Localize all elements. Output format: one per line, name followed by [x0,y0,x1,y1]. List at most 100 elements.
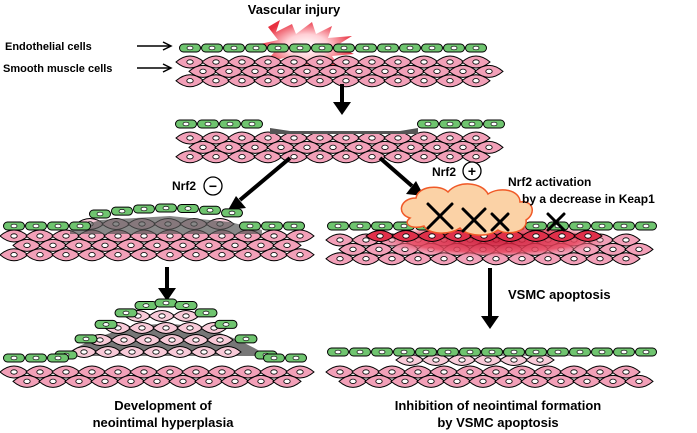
cell-nucleus [510,349,518,355]
cell-nucleus [557,378,565,384]
cell-nucleus [114,369,122,375]
cell-nucleus [490,121,498,127]
title-vascular-injury: Vascular injury [248,2,341,17]
cell-nucleus [200,349,208,355]
cell-nucleus [96,337,104,343]
cell-nucleus [292,355,300,361]
cell-nucleus [212,78,220,84]
cell-nucleus [114,252,122,258]
cell-nucleus [329,68,337,74]
cell-nucleus [140,252,148,258]
cell-nucleus [296,369,304,375]
cell-nucleus [144,337,152,343]
label-right-outcome-line1: Inhibition of neointimal formation [395,398,602,413]
vessel-wall-neointima [0,298,315,388]
cell-nucleus [162,205,170,211]
cell-nucleus [142,303,150,308]
arrow-endothelial [137,41,173,51]
cell-nucleus [166,233,174,239]
cell-nucleus [127,378,135,384]
cell-nucleus [252,45,260,51]
cell-nucleus [138,325,146,331]
cell-nucleus [303,68,311,74]
cell-nucleus [368,78,376,84]
label-nrf2-positive: Nrf2 [432,165,456,179]
x-mark-icon [461,207,487,233]
cell-nucleus [596,369,604,375]
cell-nucleus [420,154,428,160]
cell-nucleus [88,233,96,239]
cell-nucleus [251,68,259,74]
cell-nucleus [488,349,496,355]
arrow-down-left [158,267,176,301]
cell-nucleus [10,252,18,258]
cell-nucleus [622,369,630,375]
cell-nucleus [62,369,70,375]
cell-nucleus [270,355,278,361]
cell-nucleus [570,369,578,375]
cell-nucleus [609,378,617,384]
cell-nucleus [104,349,112,355]
cell-nucleus [355,68,363,74]
cell-nucleus [10,233,18,239]
cell-nucleus [468,121,476,127]
cell-nucleus [484,357,492,363]
cell-nucleus [82,336,90,342]
arrow-smooth-muscle [137,63,173,73]
cell-nucleus [406,45,414,51]
cell-nucleus [401,378,409,384]
cell-nucleus [424,121,432,127]
cell-nucleus [532,233,540,239]
cell-nucleus [228,210,236,216]
cell-nucleus [75,242,83,248]
cell-nucleus [329,144,337,150]
cell-nucleus [101,378,109,384]
cell-nucleus [186,78,194,84]
cell-nucleus [166,252,174,258]
cell-nucleus [316,135,324,141]
cell-nucleus [32,223,40,229]
cell-nucleus [378,349,386,355]
cell-nucleus [334,349,342,355]
cell-nucleus [583,378,591,384]
cell-nucleus [635,246,643,252]
arrow-down-1 [333,84,351,115]
cell-nucleus [384,45,392,51]
cell-nucleus [10,369,18,375]
cell-nucleus [400,223,408,229]
cell-nucleus [432,357,440,363]
cell-nucleus [318,45,326,51]
vessel-wall-thickening [0,203,315,262]
cell-nucleus [290,223,298,229]
cell-nucleus [342,78,350,84]
cell-nucleus [316,59,324,65]
cell-nucleus [270,233,278,239]
cell-nucleus [283,242,291,248]
cell-nucleus [36,252,44,258]
cell-nucleus [532,349,540,355]
cell-nucleus [554,349,562,355]
cell-nucleus [238,59,246,65]
apoptosis-marks [426,202,566,233]
cell-nucleus [153,242,161,248]
cell-nucleus [492,256,500,262]
cell-nucleus [414,369,422,375]
cell-nucleus [222,322,230,327]
cell-nucleus [88,369,96,375]
cell-nucleus [244,252,252,258]
cell-nucleus [544,256,552,262]
cell-nucleus [368,59,376,65]
cell-nucleus [192,369,200,375]
cell-nucleus [336,237,344,243]
cell-nucleus [576,223,584,229]
cell-nucleus [231,378,239,384]
cell-nucleus [340,45,348,51]
label-right-outcome-line2: by VSMC apoptosis [437,415,558,430]
cell-nucleus [290,78,298,84]
cell-nucleus [362,237,370,243]
cell-nucleus [518,369,526,375]
cell-nucleus [152,349,160,355]
cell-nucleus [192,252,200,258]
cell-nucleus [270,369,278,375]
label-left-outcome-line1: Development of [114,398,212,413]
